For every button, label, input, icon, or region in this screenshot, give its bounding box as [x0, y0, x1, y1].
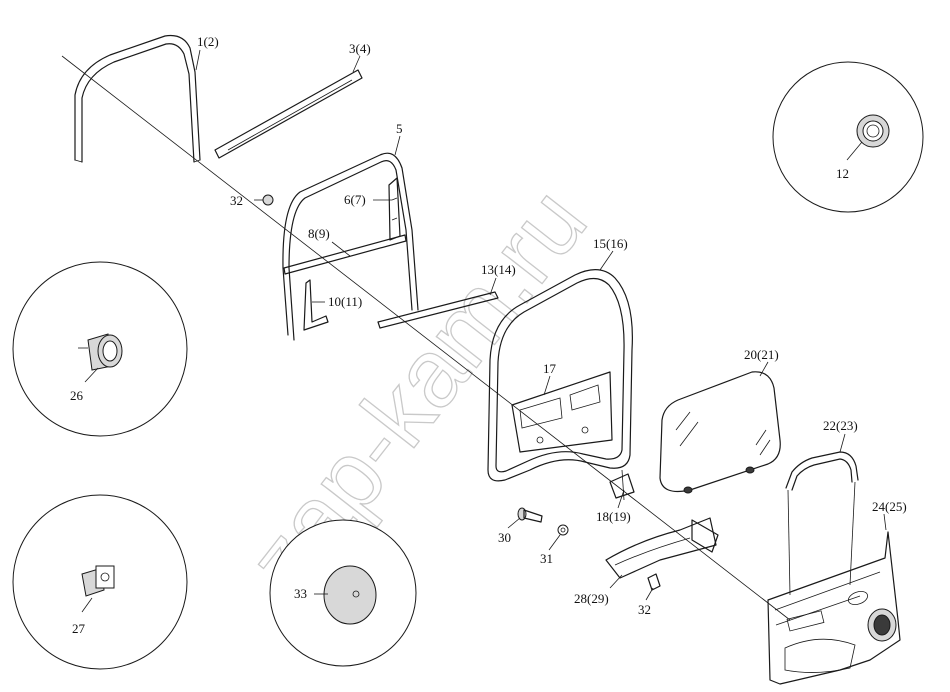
callout-10-11: 10(11): [328, 294, 362, 309]
callout-18-19: 18(19): [596, 509, 631, 524]
part-window-frame-seal: [74, 34, 201, 163]
part-hinge: [609, 469, 635, 501]
callout-33: 33: [294, 586, 307, 601]
callout-22-23: 22(23): [823, 418, 858, 433]
part-clip-32-lower: [647, 573, 661, 591]
callout-27: 27: [72, 621, 86, 636]
callout-24-25: 24(25): [872, 499, 907, 514]
part-lower-channel: [303, 279, 329, 331]
part-screw: [517, 507, 543, 523]
part-door-glass: [659, 371, 781, 494]
callout-8-9: 8(9): [308, 226, 330, 241]
callout-3-4: 3(4): [349, 41, 371, 56]
part-door-seal: [487, 269, 633, 482]
detail-circle-12: [772, 61, 924, 213]
assembly-axis-line: [61, 55, 791, 621]
detail-circle-33: [269, 519, 417, 667]
part-outer-weatherstrip: [377, 291, 499, 329]
part-guide-bracket: [388, 177, 401, 241]
callout-6-7: 6(7): [344, 192, 366, 207]
part-channel-strip: [214, 69, 363, 159]
callout-20-21: 20(21): [744, 347, 779, 362]
callout-30: 30: [498, 530, 511, 545]
part-belt-molding: [283, 234, 407, 275]
part-handle: [785, 451, 859, 596]
part-washer: [557, 524, 569, 536]
callout-5: 5: [396, 121, 403, 136]
leader-lines: [195, 49, 887, 601]
callout-31: 31: [540, 551, 553, 566]
part-door-glass-frame: [282, 152, 419, 341]
callout-15-16: 15(16): [593, 236, 628, 251]
part-door-trim-panel: [767, 531, 901, 685]
detail-circle-26: [12, 261, 188, 437]
callout-32-upper: 32: [230, 193, 243, 208]
detail-circle-27: [12, 494, 188, 670]
callout-1-2: 1(2): [197, 34, 219, 49]
callout-13-14: 13(14): [481, 262, 516, 277]
part-clip-32: [262, 194, 274, 206]
callout-32-lower: 32: [638, 602, 651, 617]
part-armrest-bracket: [605, 517, 719, 579]
callout-12: 12: [836, 166, 849, 181]
callout-28-29: 28(29): [574, 591, 609, 606]
callout-26: 26: [70, 388, 84, 403]
callout-17: 17: [543, 361, 557, 376]
part-inner-panel: [511, 371, 613, 453]
callout-labels: 1(2) 3(4) 5 6(7) 8(9) 10(11) 12 13(14) 1…: [70, 34, 907, 636]
